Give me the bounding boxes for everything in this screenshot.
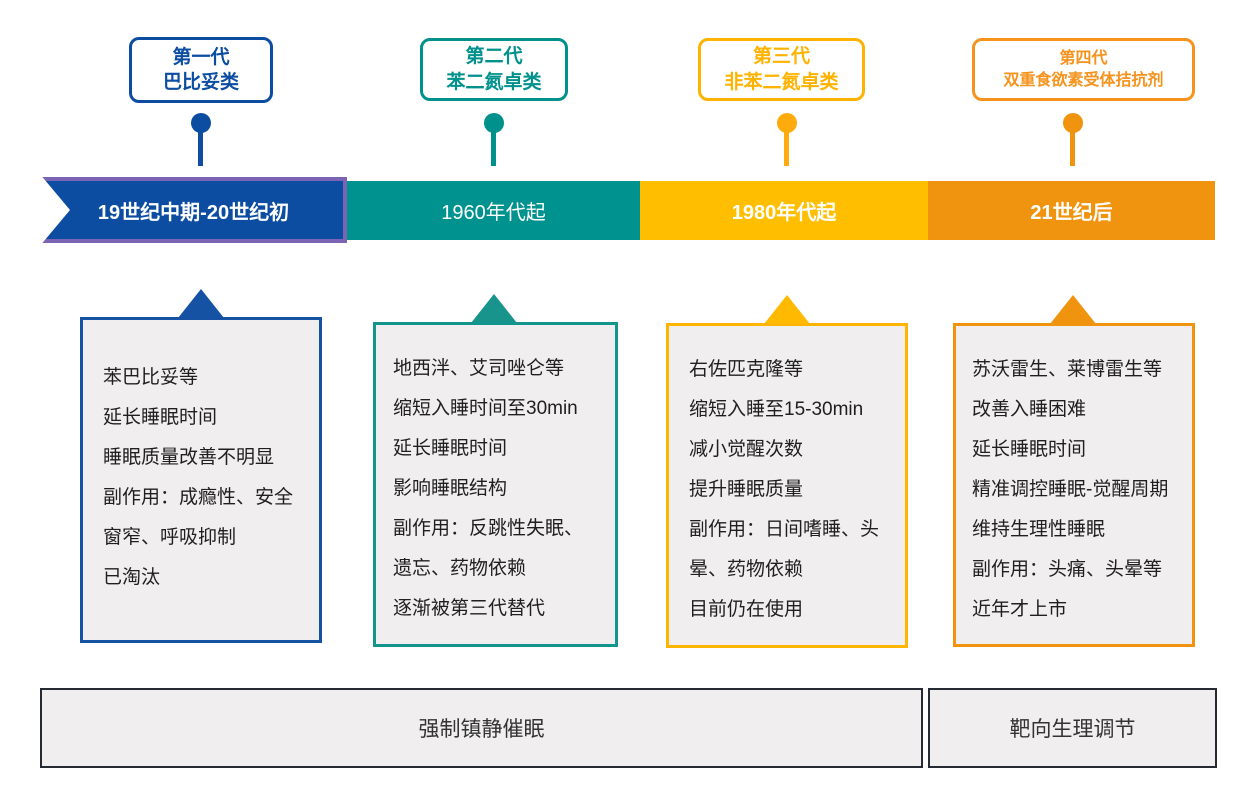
detail-line: 副作用：成瘾性、安全窗窄、呼吸抑制 [103, 487, 294, 548]
gen3-label-box: 第三代 非苯二氮卓类 [698, 38, 865, 101]
gen4-connector-stem [1070, 131, 1075, 166]
detail-line: 维持生理性睡眠 [972, 519, 1106, 540]
gen4-connector-dot [1063, 113, 1083, 133]
detail-line: 改善入睡困难 [972, 399, 1087, 420]
detail-line: 苯巴比妥等 [103, 367, 199, 388]
detail-line: 缩短入睡至15-30min [689, 399, 864, 420]
detail-line: 逐渐被第三代替代 [393, 598, 546, 619]
detail-line: 睡眠质量改善不明显 [103, 447, 275, 468]
gen3-name: 第三代 [752, 46, 810, 68]
detail-line: 右佐匹克隆等 [689, 359, 804, 380]
gen1-card-pointer [178, 289, 224, 318]
gen2-name: 第二代 [465, 46, 523, 68]
footer-category-physiological: 靶向生理调节 [928, 688, 1217, 768]
footer-left-label: 强制镇静催眠 [418, 718, 545, 741]
gen4-detail-card: 苏沃雷生、莱博雷生等 改善入睡困难 延长睡眠时间 精准调控睡眠-觉醒周期 维持生… [953, 323, 1195, 647]
gen1-detail-card: 苯巴比妥等 延长睡眠时间 睡眠质量改善不明显 副作用：成瘾性、安全窗窄、呼吸抑制… [80, 317, 322, 643]
gen1-connector-stem [198, 131, 203, 166]
gen3-card-pointer [764, 295, 810, 324]
gen2-connector-stem [491, 131, 496, 166]
gen2-period: 1960年代起 [441, 202, 546, 224]
gen2-detail-card: 地西泮、艾司唑仑等 缩短入睡时间至30min 延长睡眠时间 影响睡眠结构 副作用… [373, 322, 618, 647]
detail-line: 影响睡眠结构 [393, 478, 508, 499]
detail-line: 延长睡眠时间 [103, 407, 218, 428]
timeline-segment-gen2: 1960年代起 [347, 181, 640, 240]
detail-line: 副作用：反跳性失眠、遗忘、药物依赖 [393, 518, 584, 579]
gen4-name: 第四代 [1059, 50, 1108, 68]
gen4-label-box: 第四代 双重食欲素受体拮抗剂 [972, 38, 1195, 101]
detail-line: 苏沃雷生、莱博雷生等 [972, 359, 1163, 380]
detail-line: 精准调控睡眠-觉醒周期 [972, 479, 1169, 500]
gen1-label-box: 第一代 巴比妥类 [129, 37, 273, 103]
gen3-period: 1980年代起 [731, 202, 837, 224]
footer-right-label: 靶向生理调节 [1009, 718, 1136, 741]
gen3-connector-dot [777, 113, 797, 133]
gen1-connector-dot [191, 113, 211, 133]
timeline-segment-gen3: 1980年代起 [640, 181, 928, 240]
detail-line: 目前仍在使用 [689, 599, 804, 620]
gen2-connector-dot [484, 113, 504, 133]
detail-line: 延长睡眠时间 [393, 438, 508, 459]
detail-line: 副作用：日间嗜睡、头晕、药物依赖 [689, 519, 880, 580]
timeline-segment-gen4: 21世纪后 [928, 181, 1215, 240]
detail-line: 缩短入睡时间至30min [393, 398, 578, 419]
gen1-class: 巴比妥类 [162, 72, 239, 93]
timeline-segment-gen1: 19世纪中期-20世纪初 [40, 177, 347, 243]
gen2-class: 苯二氮卓类 [446, 71, 542, 93]
gen4-card-pointer [1050, 295, 1096, 324]
gen3-connector-stem [784, 131, 789, 166]
gen4-class: 双重食欲素受体拮抗剂 [1003, 71, 1164, 89]
gen3-detail-card: 右佐匹克隆等 缩短入睡至15-30min 减小觉醒次数 提升睡眠质量 副作用：日… [666, 323, 908, 648]
footer-category-sedation: 强制镇静催眠 [40, 688, 923, 768]
detail-line: 副作用：头痛、头晕等 [972, 559, 1163, 580]
gen2-card-pointer [471, 294, 517, 323]
detail-line: 延长睡眠时间 [972, 439, 1087, 460]
gen1-name: 第一代 [172, 46, 230, 68]
detail-line: 近年才上市 [972, 599, 1068, 620]
gen3-class: 非苯二氮卓类 [724, 71, 839, 93]
detail-line: 减小觉醒次数 [689, 439, 804, 460]
detail-line: 提升睡眠质量 [689, 479, 804, 500]
gen4-period: 21世纪后 [1030, 202, 1113, 224]
detail-line: 地西泮、艾司唑仑等 [393, 358, 565, 379]
gen2-label-box: 第二代 苯二氮卓类 [420, 38, 568, 101]
gen1-period: 19世纪中期-20世纪初 [97, 201, 290, 224]
detail-line: 已淘汰 [103, 567, 161, 588]
timeline-start-arrow-icon [34, 167, 70, 253]
